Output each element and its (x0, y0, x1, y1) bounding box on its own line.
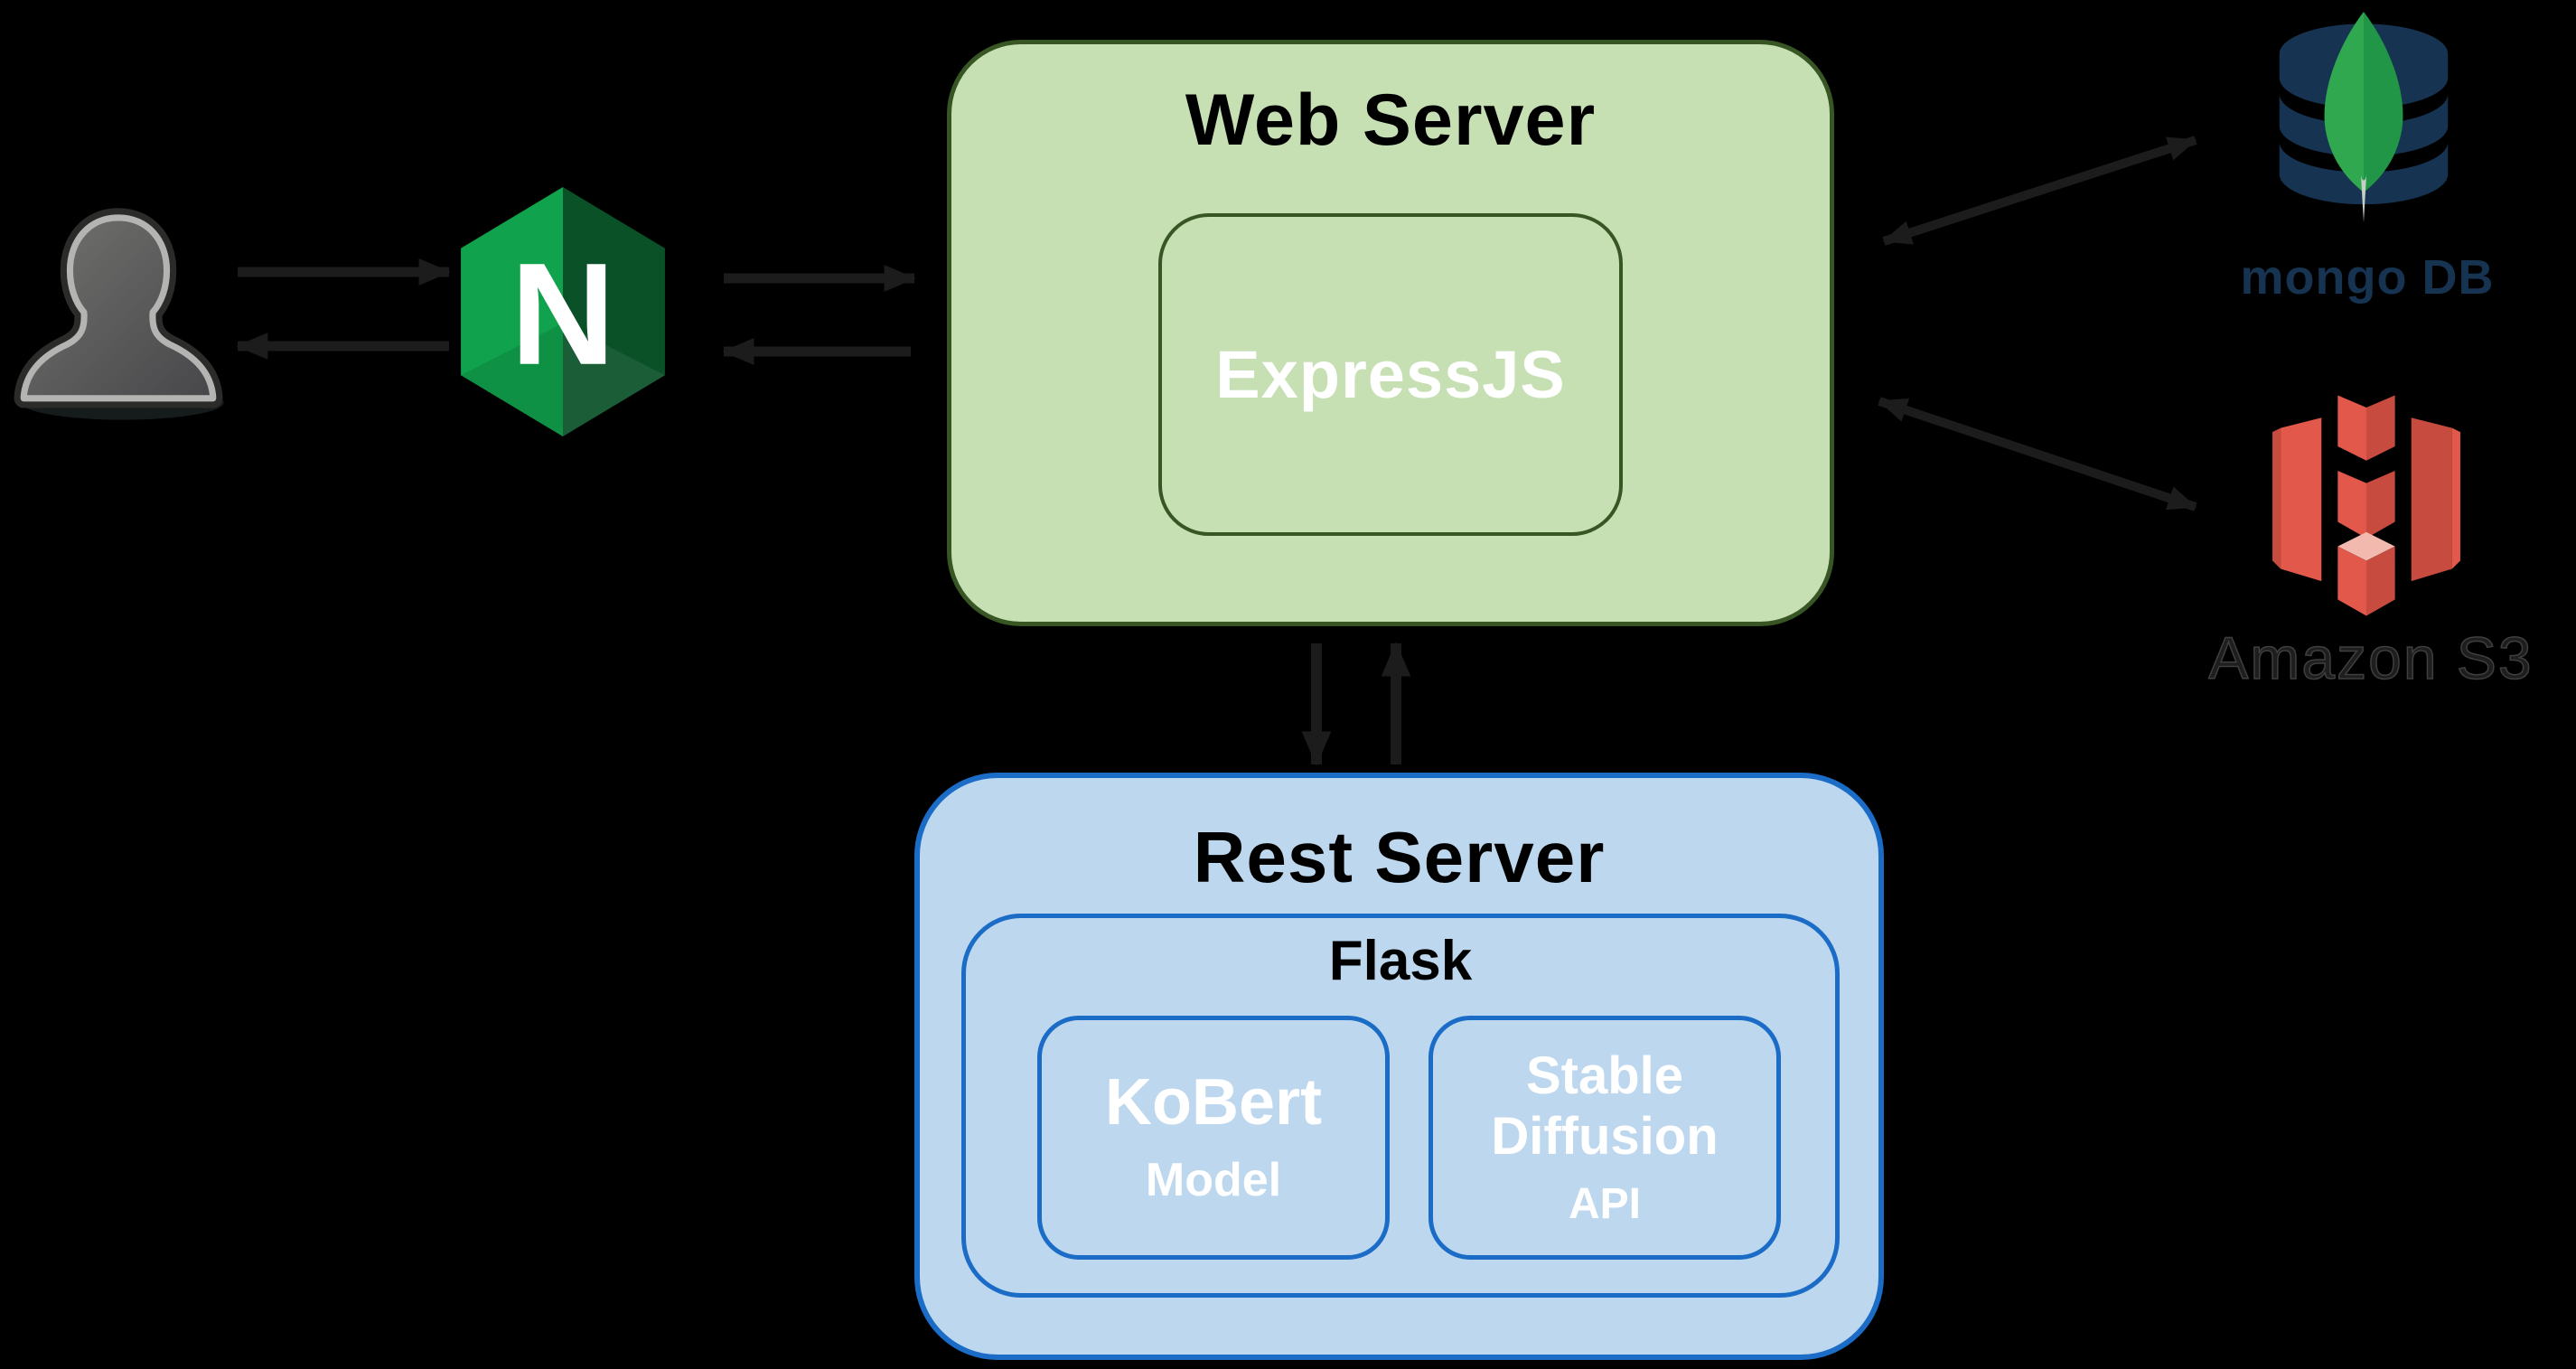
expressjs-box: ExpressJS (1158, 213, 1623, 536)
arrow-web-s3 (1878, 397, 2197, 511)
rest-server-box: Rest Server Flask KoBert Model Stable Di… (914, 773, 1884, 1360)
kobert-subtitle: Model (1145, 1153, 1282, 1206)
arrow-web-mongodb (1882, 136, 2197, 246)
mongodb-icon (2279, 12, 2449, 223)
web-server-box: Web Server ExpressJS (947, 40, 1834, 626)
kobert-model-box: KoBert Model (1037, 1016, 1390, 1260)
amazon-s3-label: Amazon S3 (2208, 624, 2534, 692)
stable-diffusion-line2: Diffusion (1491, 1106, 1719, 1166)
expressjs-label: ExpressJS (1215, 337, 1566, 412)
nginx-letter: N (511, 234, 615, 396)
stable-diffusion-api-box: Stable Diffusion API (1429, 1016, 1781, 1260)
mongodb-label: mongo DB (2240, 250, 2495, 305)
s3-icon (2272, 395, 2460, 616)
nginx-icon: N (461, 187, 665, 436)
stable-diffusion-line1: Stable (1525, 1046, 1684, 1106)
flask-box: Flask KoBert Model Stable Diffusion API (961, 914, 1840, 1298)
web-server-title: Web Server (1185, 80, 1597, 161)
kobert-title: KoBert (1104, 1066, 1322, 1139)
flask-label: Flask (1328, 930, 1473, 992)
user-icon (14, 208, 224, 420)
stable-diffusion-line3: API (1568, 1179, 1641, 1228)
rest-server-title: Rest Server (1193, 817, 1606, 897)
